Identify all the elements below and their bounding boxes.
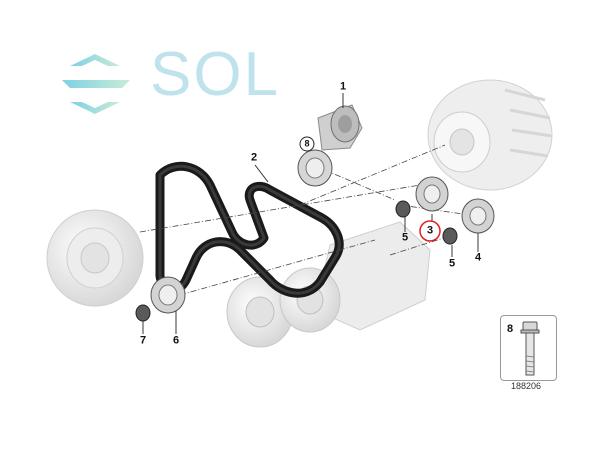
dust-cap-7 xyxy=(135,304,151,322)
callout-1: 1 xyxy=(339,80,347,93)
callout-3: 3 xyxy=(426,224,434,237)
callout-8: 8 xyxy=(299,136,315,152)
sol-logo-text: SOL xyxy=(150,40,281,109)
dust-cap-5a xyxy=(395,200,411,218)
idler-pulley-3 xyxy=(415,176,449,212)
bolt-legend-box: 8 xyxy=(500,315,557,381)
bolt-icon xyxy=(520,321,540,376)
alternator xyxy=(427,79,553,191)
callout-4: 4 xyxy=(474,251,482,264)
idler-pulley-4 xyxy=(461,198,495,234)
crankshaft-pulley xyxy=(46,209,144,307)
legend-part-number: 8 xyxy=(507,323,514,335)
diagram-reference-number: 188206 xyxy=(511,381,542,391)
callout-6: 6 xyxy=(172,334,180,347)
idler-pulley-6 xyxy=(150,276,186,314)
callout-2: 2 xyxy=(250,151,258,164)
dust-cap-5b xyxy=(442,227,458,245)
callout-7: 7 xyxy=(139,334,147,347)
leader-lines xyxy=(142,93,479,334)
belt-tensioner xyxy=(297,104,363,187)
sol-logo-icon xyxy=(62,54,130,114)
callout-5b: 5 xyxy=(448,257,456,270)
drive-belt xyxy=(155,161,344,298)
part-3-highlight xyxy=(419,220,441,242)
callout-5a: 5 xyxy=(401,231,409,244)
